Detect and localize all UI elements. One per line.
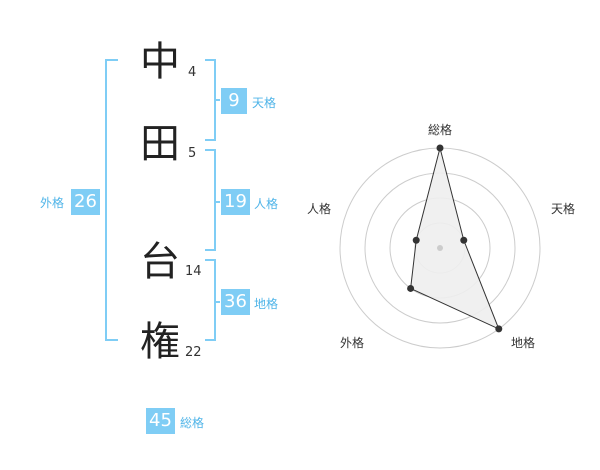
radar-point-1 xyxy=(460,236,468,244)
chikaku-bracket xyxy=(205,259,216,341)
radar-polygon xyxy=(410,147,500,330)
chikaku-label: 地格 xyxy=(254,297,279,311)
radar-axis-label-jinkaku: 人格 xyxy=(307,202,332,216)
jinkaku-bracket xyxy=(205,149,216,251)
gaikaku-bracket xyxy=(105,59,118,341)
tenkaku-label: 天格 xyxy=(252,96,277,110)
name-char-4: 権 xyxy=(140,319,180,365)
name-char-1: 中 xyxy=(140,39,180,85)
radar-axis-label-chikaku: 地格 xyxy=(511,336,536,350)
radar-axis-label-tenkaku: 天格 xyxy=(551,202,576,216)
name-char-1-strokes: 4 xyxy=(188,65,197,80)
radar-point-3 xyxy=(407,284,415,292)
name-char-2: 田 xyxy=(140,121,180,167)
radar-point-2 xyxy=(495,325,503,333)
gaikaku-label: 外格 xyxy=(40,196,65,210)
chikaku-value: 36 xyxy=(221,289,250,315)
jinkaku-label: 人格 xyxy=(254,197,279,211)
soukaku-label: 総格 xyxy=(180,416,205,430)
tenkaku-value: 9 xyxy=(221,88,247,114)
name-char-3-strokes: 14 xyxy=(185,264,202,279)
radar-point-4 xyxy=(412,236,420,244)
soukaku-value: 45 xyxy=(146,408,175,434)
jinkaku-value: 19 xyxy=(221,189,250,215)
name-char-3: 台 xyxy=(140,239,180,285)
radar-axis-label-soukaku: 総格 xyxy=(428,123,453,137)
gaikaku-value: 26 xyxy=(71,189,100,215)
radar-point-0 xyxy=(436,144,444,152)
name-char-4-strokes: 22 xyxy=(185,345,202,360)
radar-axis-label-gaikaku: 外格 xyxy=(340,336,365,350)
name-char-2-strokes: 5 xyxy=(188,146,197,161)
radar-center xyxy=(437,245,443,251)
